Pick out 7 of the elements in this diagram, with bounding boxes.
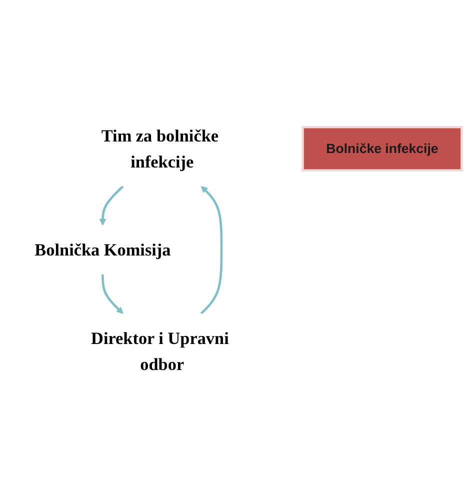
node-text: Tim za bolničke infekcije <box>101 126 219 171</box>
arrow <box>99 185 124 226</box>
arrow <box>102 274 124 314</box>
arrow <box>200 186 223 314</box>
node-text: Bolnička Komisija <box>34 240 171 260</box>
node-box: Bolničke infekcije <box>302 126 463 172</box>
node-text: Direktor i Upravni odbor <box>91 328 229 374</box>
